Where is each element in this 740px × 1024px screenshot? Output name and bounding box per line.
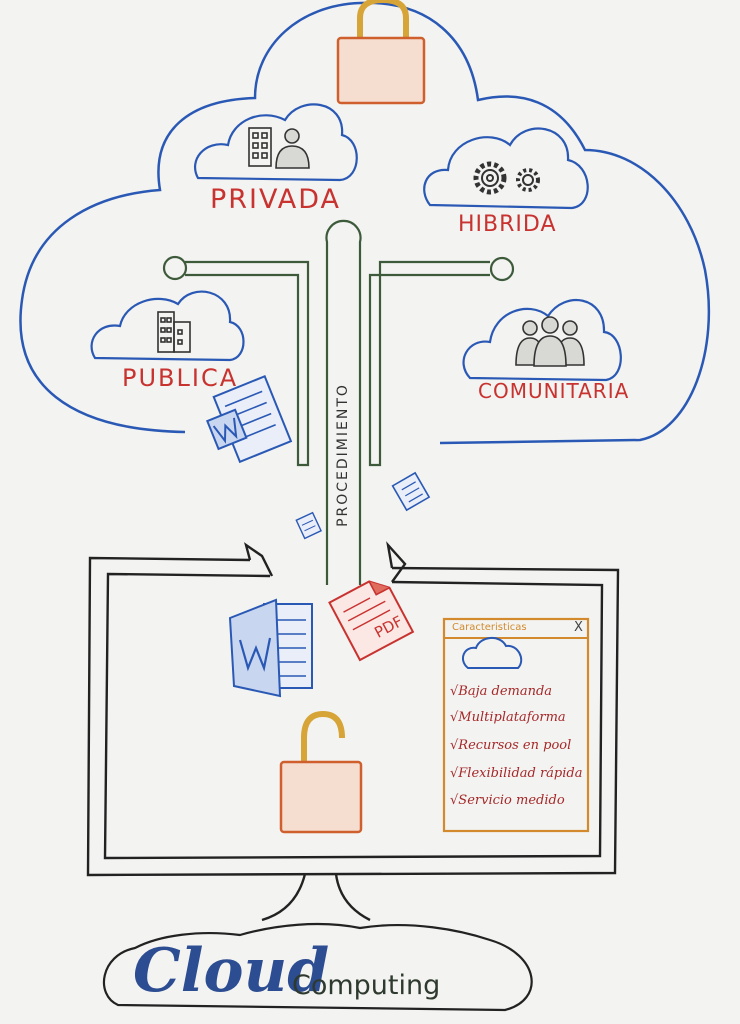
- label-hibrida: HIBRIDA: [458, 212, 557, 237]
- main-cloud-outline: [19, 1, 711, 445]
- cloud-icon: [461, 637, 523, 669]
- feature-item: √Baja demanda: [450, 684, 553, 699]
- feature-item: √Recursos en pool: [450, 738, 572, 753]
- public-cloud: [90, 290, 245, 362]
- brand-word-computing: Computing: [292, 970, 441, 1001]
- gears-icon: [473, 161, 540, 195]
- word-document-icon: [228, 598, 313, 698]
- small-doc-icon: [295, 511, 322, 540]
- feature-item: √Multiplataforma: [450, 710, 566, 725]
- word-document-icon: [205, 375, 293, 464]
- open-lock-icon: [279, 710, 363, 834]
- building-person-icon: [248, 127, 310, 169]
- community-people-icon: [515, 316, 585, 367]
- label-publica: PUBLICA: [122, 364, 239, 392]
- features-panel: [442, 617, 590, 833]
- brand-word-cloud: Cloud: [133, 936, 330, 1006]
- private-cloud: [194, 103, 358, 182]
- buildings-icon: [157, 311, 191, 353]
- feature-item: √Flexibilidad rápida: [450, 766, 583, 781]
- brand-cloud-outline: [103, 922, 533, 1012]
- close-icon[interactable]: X: [574, 620, 583, 635]
- features-title: Caracteristicas: [452, 622, 527, 633]
- label-comunitaria: COMUNITARIA: [478, 379, 630, 403]
- community-cloud: [462, 299, 622, 382]
- small-doc-icon: [391, 471, 431, 512]
- closed-lock-icon: [336, 0, 426, 105]
- pdf-document-icon: [328, 580, 415, 662]
- procedure-tree: [162, 219, 515, 585]
- hybrid-cloud: [423, 127, 589, 210]
- label-privada: PRIVADA: [210, 184, 342, 215]
- monitor: [86, 541, 620, 922]
- feature-item: √Servicio medido: [450, 793, 565, 808]
- label-procedimiento: PROCEDIMIENTO: [335, 383, 351, 527]
